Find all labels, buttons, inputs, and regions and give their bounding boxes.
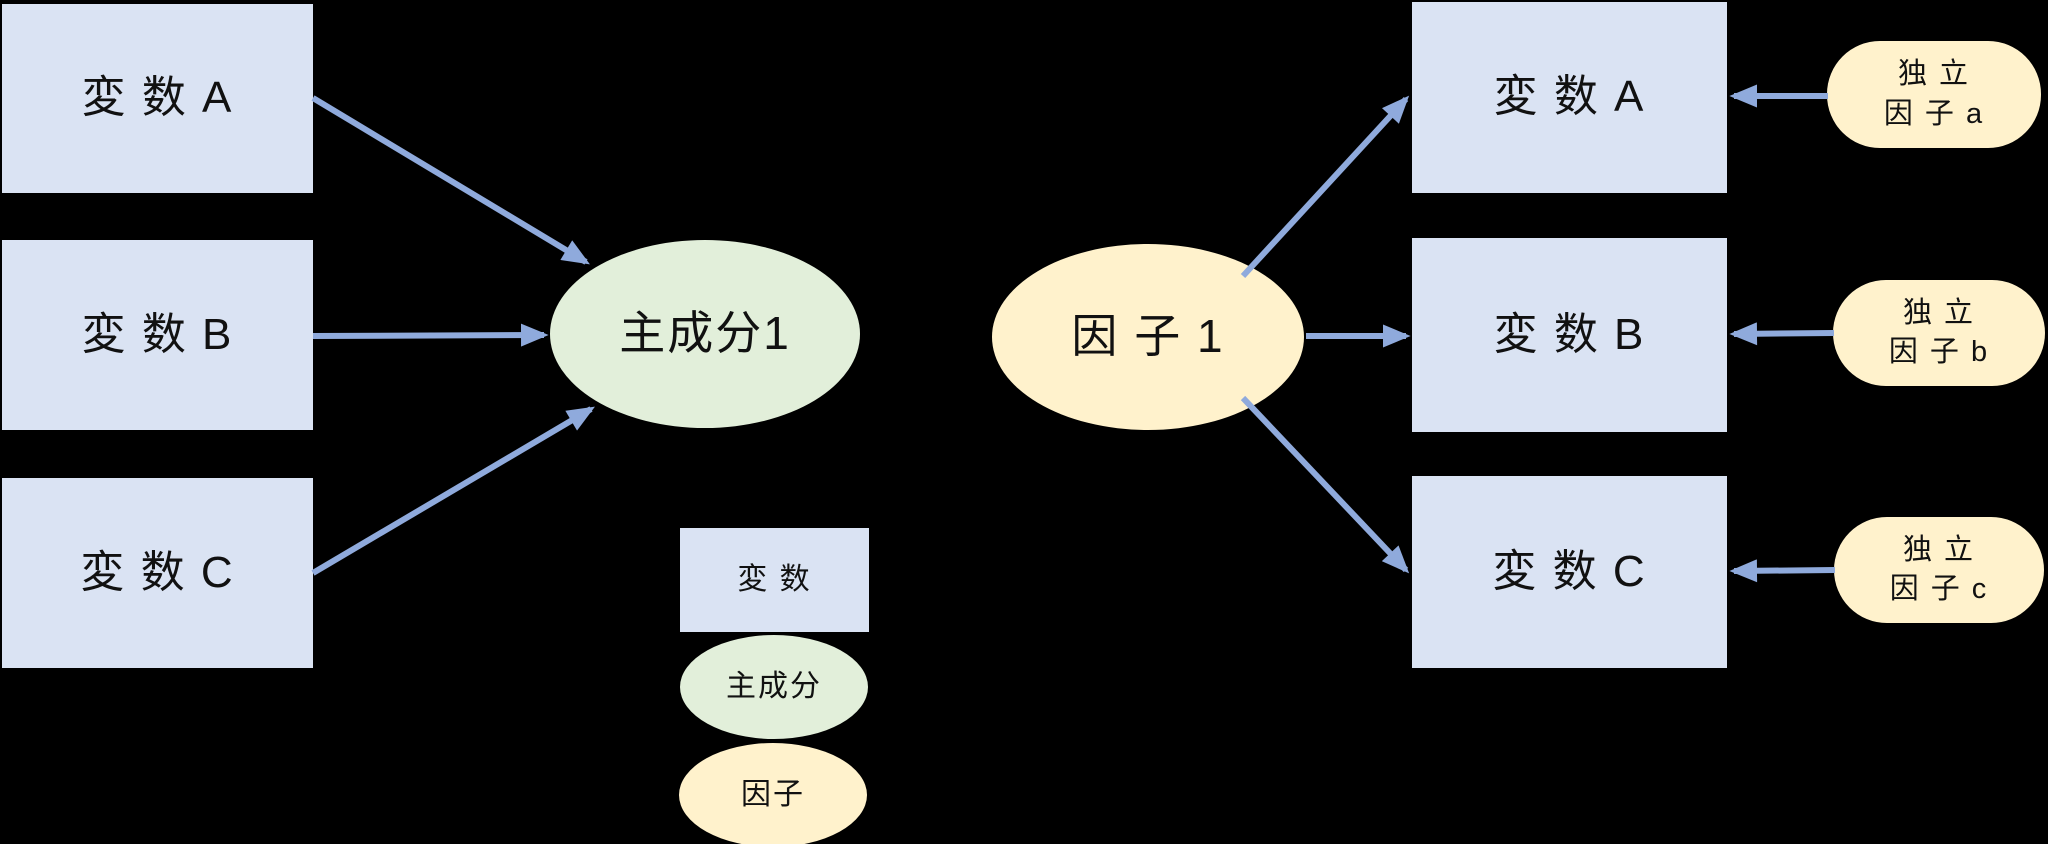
left-variable-box-c-label: 変 数 C [80,547,235,597]
legend-factor-ellipse: 因子 [679,743,867,844]
unique-factor-pill-b-line1: 独 立 [1902,296,1976,329]
arrow-factor1-to-varC [1240,395,1410,574]
legend-variable-box: 変 数 [680,528,869,632]
right-variable-box-c: 変 数 C [1412,476,1727,668]
unique-factor-pill-c: 独 立 因 子 c [1834,517,2044,623]
right-variable-box-c-label: 変 数 C [1492,546,1647,596]
arrow-uniqueC-to-varC [1729,559,1836,583]
unique-factor-pill-a-line1: 独 立 [1897,58,1971,91]
arrow-varC-to-pc1 [311,406,595,576]
unique-factor-pill-b: 独 立 因 子 b [1833,280,2045,386]
factor-label: 因 子 1 [1071,310,1225,363]
unique-factor-pill-c-line2: 因 子 c [1889,573,1989,605]
legend-component-ellipse: 主成分 [680,635,868,739]
legend-component-label: 主成分 [726,670,822,703]
factor-ellipse: 因 子 1 [992,244,1304,430]
arrow-factor1-to-varA [1240,95,1410,279]
arrow-uniqueB-to-varB [1729,322,1835,346]
right-variable-box-b: 変 数 B [1412,238,1727,432]
legend-variable-label: 変 数 [737,563,812,596]
principal-component-label: 主成分1 [619,307,791,360]
unique-factor-pill-a-line2: 因 子 a [1883,97,1985,130]
right-variable-box-a-label: 変 数 A [1493,72,1646,122]
arrow-varB-to-pc1 [312,323,549,347]
unique-factor-pill-a: 独 立 因 子 a [1827,41,2041,148]
left-variable-box-a: 変 数 A [2,4,313,193]
left-variable-box-a-label: 変 数 A [81,73,234,123]
principal-component-ellipse: 主成分1 [550,240,860,428]
arrow-varA-to-pc1 [311,95,590,265]
unique-factor-pill-c-line1: 独 立 [1902,533,1976,566]
legend-factor-label: 因子 [741,778,805,811]
left-variable-box-b: 変 数 B [2,240,313,430]
left-variable-box-b-label: 変 数 B [81,309,234,359]
left-variable-box-c: 変 数 C [2,478,313,668]
unique-factor-pill-b-line2: 因 子 b [1888,336,1990,368]
right-variable-box-a: 変 数 A [1412,2,1727,193]
right-variable-box-b-label: 変 数 B [1493,309,1646,359]
